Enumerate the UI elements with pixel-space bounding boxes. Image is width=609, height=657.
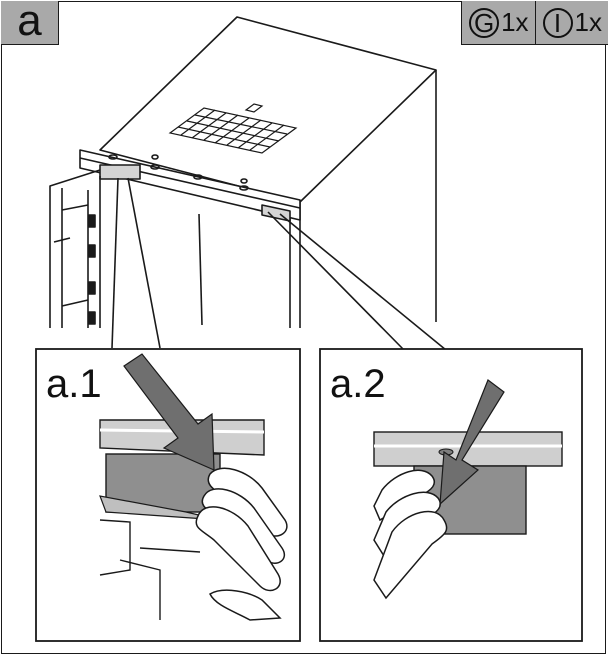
- part-g: G 1x: [462, 1, 534, 44]
- detail-a2-panel: [319, 348, 583, 642]
- step-label: a: [17, 0, 42, 45]
- detail-a1-panel: [35, 348, 301, 642]
- sticker-grid: [168, 103, 298, 154]
- callout-lines: [111, 177, 447, 351]
- parts-indicator: G 1x I 1x: [461, 1, 608, 45]
- part-i-quantity: 1x: [574, 7, 602, 37]
- part-i: I 1x: [534, 1, 608, 44]
- appliance-drawing: [49, 16, 437, 328]
- step-label-badge: a: [1, 0, 59, 45]
- part-g-symbol: G: [469, 7, 500, 38]
- detail-a2-label: a.2: [330, 362, 386, 406]
- detail-a1-label: a.1: [46, 362, 102, 406]
- part-i-symbol: I: [542, 7, 573, 38]
- part-g-quantity: 1x: [501, 7, 529, 37]
